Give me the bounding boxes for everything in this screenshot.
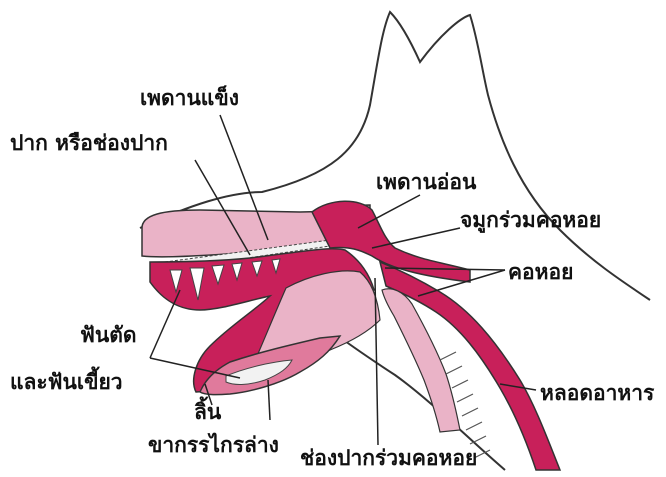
label-hard-palate: เพดานแข็ง xyxy=(140,88,239,109)
label-incisors-canines-line2: และฟันเขี้ยว xyxy=(10,372,123,393)
label-oropharynx: ช่องปากร่วมคอหอย xyxy=(300,448,477,469)
label-esophagus: หลอดอาหาร xyxy=(540,383,654,404)
leader-teeth-1 xyxy=(150,290,180,358)
label-soft-palate: เพดานอ่อน xyxy=(376,172,476,193)
label-nasopharynx: จมูกร่วมคอหอย xyxy=(460,210,601,231)
label-mouth: ปาก หรือช่องปาก xyxy=(10,133,168,154)
label-mandible: ขากรรไกรล่าง xyxy=(148,435,279,456)
label-tongue: ลิ้น xyxy=(194,402,221,423)
label-incisors-canines-line1: ฟันตัด xyxy=(80,325,137,346)
label-pharynx: คอหอย xyxy=(508,262,573,283)
